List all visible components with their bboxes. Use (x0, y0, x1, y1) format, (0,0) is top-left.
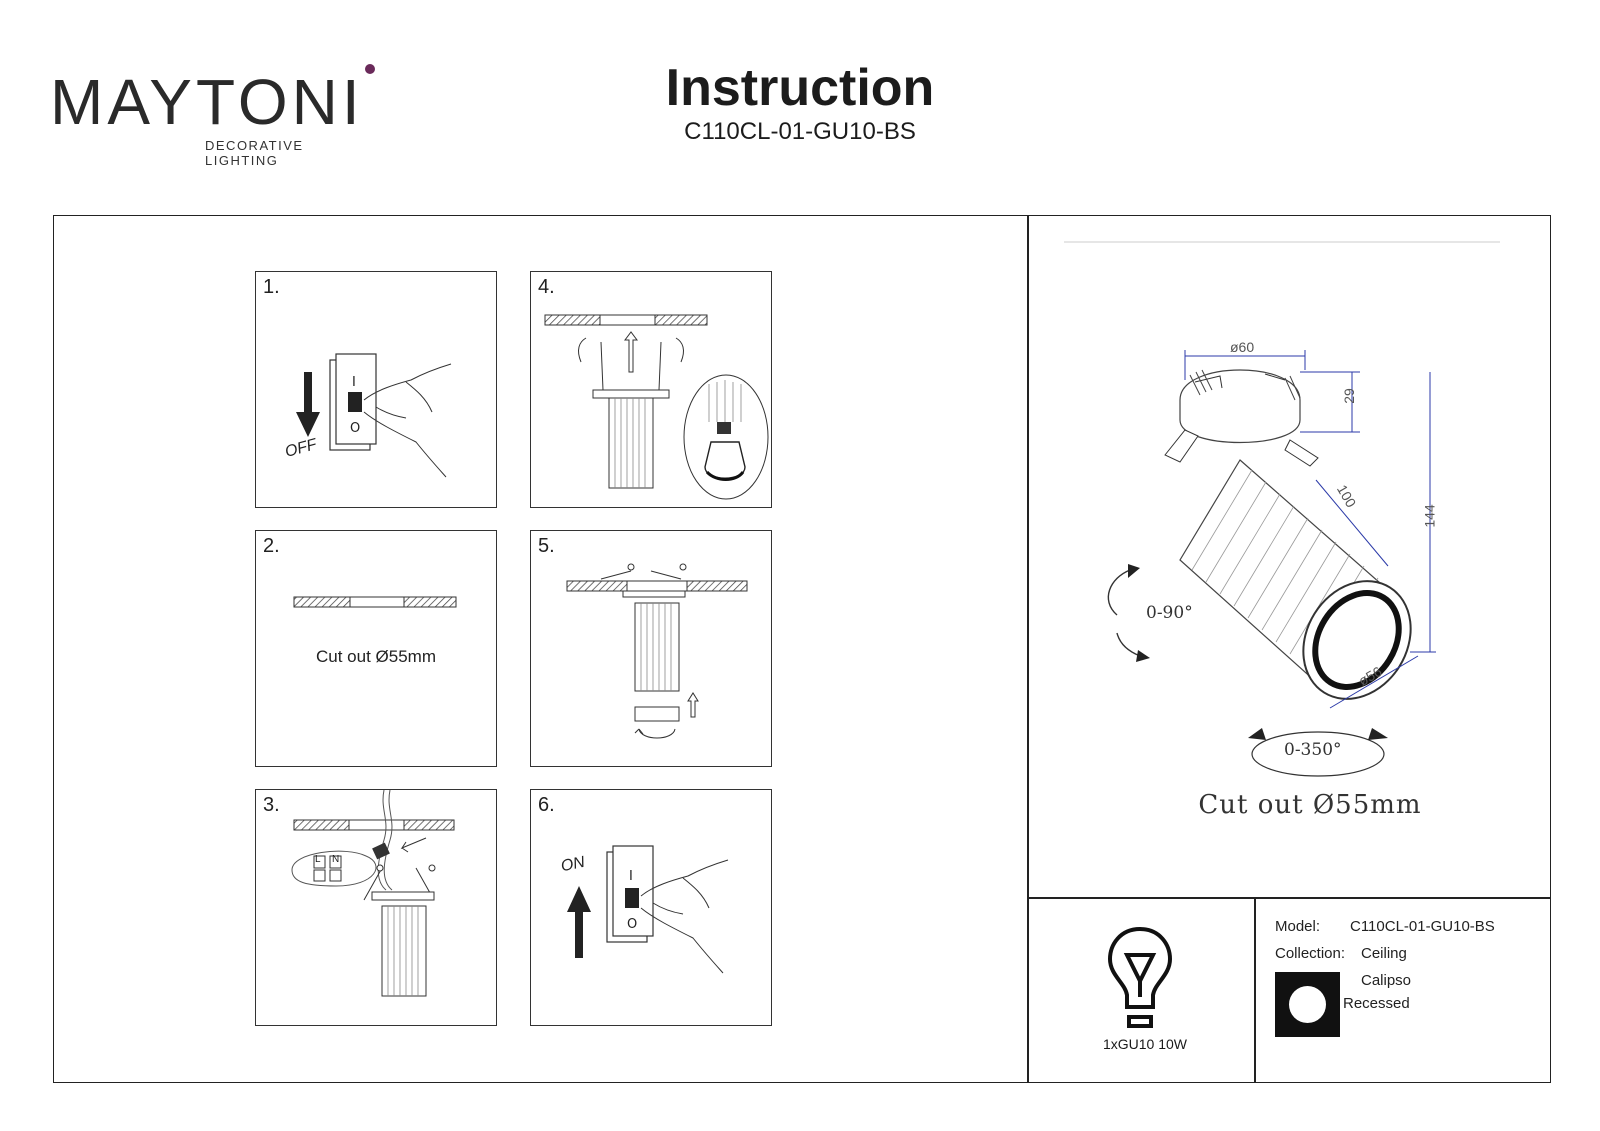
step-number: 1. (263, 276, 280, 298)
step-number: 3. (263, 794, 280, 816)
wiring-illustration (291, 790, 455, 997)
dimension-diagram (1064, 241, 1500, 777)
terminal-n-label: N (332, 854, 340, 865)
svg-text:I: I (629, 869, 633, 884)
tilt-angle-label: 0-90° (1146, 603, 1193, 623)
step-number: 2. (263, 535, 280, 557)
recessed-type-icon (1275, 972, 1340, 1037)
step-number: 4. (538, 276, 555, 298)
step-1-panel: 1. I O OFF (255, 271, 497, 508)
dim-diameter-top: ø60 (1230, 339, 1255, 355)
step-number: 6. (538, 794, 555, 816)
step-3-panel: 3. L N (255, 789, 497, 1026)
collection-label: Collection: (1275, 945, 1346, 962)
info-divider (1254, 897, 1256, 1083)
brand-tagline: DECORATIVE LIGHTING (205, 138, 304, 168)
step-6-panel: 6. I O ON (530, 789, 772, 1026)
bulb-spec: 1xGU10 10W (1102, 1036, 1188, 1052)
frame-divider-horizontal (1027, 897, 1551, 899)
brand-logo: MAYTONI DECORATIVE LIGHTING (50, 62, 380, 168)
switch-off-illustration: I O (296, 353, 452, 478)
collection-value: Ceiling (1361, 945, 1407, 962)
model-label: Model: (1275, 918, 1321, 935)
step-4-panel: 4. (530, 271, 772, 508)
step-5-panel: 5. (530, 530, 772, 767)
dim-total-height: 144 (1421, 504, 1438, 528)
brand-name: MAYTONI (50, 66, 364, 138)
mount-lamp-illustration (566, 563, 748, 739)
frame-divider-vertical (1027, 215, 1029, 1083)
recessed-circle-icon (1289, 986, 1326, 1023)
dim-mount-height: 29 (1340, 388, 1357, 404)
model-code: C110CL-01-GU10-BS (684, 118, 916, 145)
light-bulb-icon (1107, 926, 1173, 1028)
svg-text:I: I (352, 375, 356, 390)
svg-text:O: O (350, 421, 360, 436)
rotation-angle-label: 0-350° (1284, 740, 1342, 760)
install-illustration (544, 314, 769, 500)
page-title: Instruction (665, 59, 935, 117)
svg-text:O: O (627, 917, 637, 932)
type-value: Recessed (1343, 995, 1410, 1012)
switch-on-illustration: I O (567, 845, 729, 974)
instruction-frame (53, 215, 1551, 1083)
step-2-panel: 2. Cut out Ø55mm (255, 530, 497, 767)
series-value: Calipso (1361, 972, 1412, 989)
terminal-l-label: L (315, 854, 321, 865)
cut-out-instruction: Cut out Ø55mm (316, 647, 436, 666)
model-value: C110CL-01-GU10-BS (1350, 918, 1495, 935)
ceiling-cut-illustration (293, 596, 457, 608)
step-number: 5. (538, 535, 555, 557)
logo-dot-icon (365, 64, 375, 74)
cutout-label: Cut out Ø55mm (1198, 790, 1422, 820)
